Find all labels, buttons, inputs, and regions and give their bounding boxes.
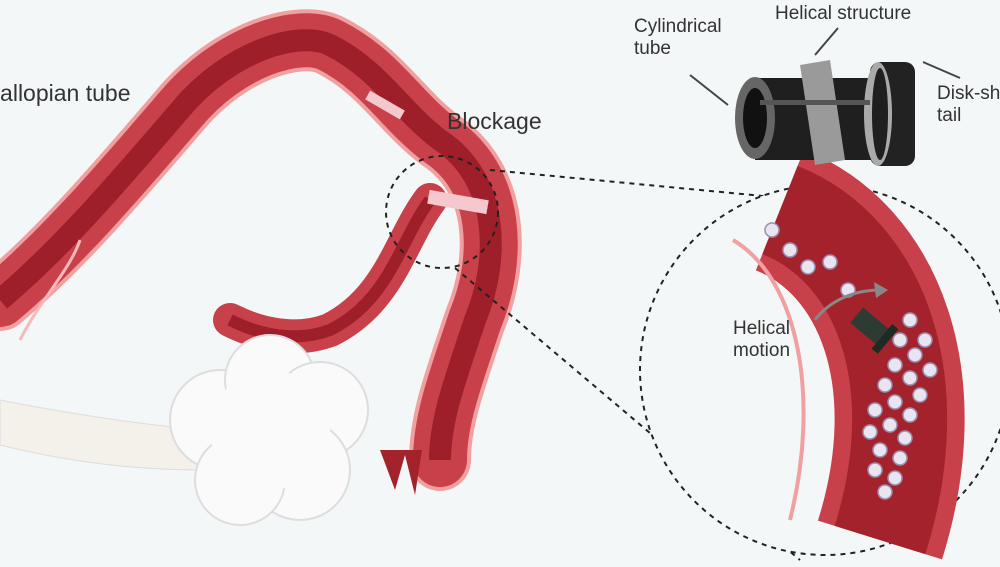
ovary [169, 334, 369, 526]
arrow-head [874, 282, 888, 298]
label-line: motion [733, 339, 791, 361]
label-line: tail [937, 104, 962, 126]
label-helical-structure: Helical structure [775, 3, 912, 24]
label-line: Disk-shaped [937, 83, 1000, 104]
pointer-cylindrical [689, 74, 729, 106]
microrobot-device [735, 60, 915, 166]
label-fallopian-tube: Fallopian tube [0, 80, 131, 106]
label-helical-motion: Helical motion [733, 318, 790, 362]
label-disk-tail: Disk-shaped tail [937, 83, 1000, 127]
inset-microrobot [850, 307, 899, 354]
constriction-band [365, 90, 405, 120]
helical-motion-arrow [813, 288, 881, 321]
blockage-zoom-circle [385, 155, 499, 269]
blockage-band [427, 189, 489, 215]
label-line: tube [634, 37, 671, 59]
label-line: Cylindrical [634, 16, 722, 37]
label-line: Helical [733, 318, 791, 339]
pointer-disk [922, 61, 961, 79]
fallopian-tube [0, 9, 522, 495]
label-cylindrical-tube: Cylindrical tube [634, 16, 722, 60]
pointer-helical [814, 27, 839, 56]
label-blockage: Blockage [447, 108, 542, 134]
